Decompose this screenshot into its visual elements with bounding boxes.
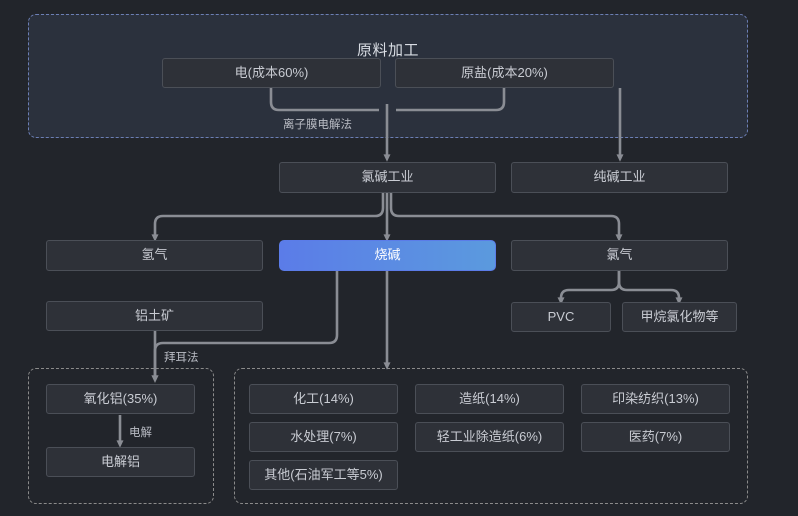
node-application-papermaking[interactable]: 造纸(14%) <box>415 384 564 414</box>
node-application-chemical[interactable]: 化工(14%) <box>249 384 398 414</box>
edge-chlorine-to-pvc <box>557 271 621 305</box>
edge-chlorine-to-methane-chlorides <box>617 271 683 305</box>
node-methane-chlorides[interactable]: 甲烷氯化物等 <box>622 302 737 332</box>
edge-label-electrolysis: 电解 <box>129 427 152 439</box>
node-application-water-treatment[interactable]: 水处理(7%) <box>249 422 398 452</box>
node-chlor-alkali-industry[interactable]: 氯碱工业 <box>279 162 496 193</box>
edge-label-ion-membrane-electrolysis: 离子膜电解法 <box>283 119 352 131</box>
node-bauxite[interactable]: 铝土矿 <box>46 301 263 331</box>
node-caustic-soda[interactable]: 烧碱 <box>279 240 496 271</box>
group-caustic-soda-applications <box>234 368 748 504</box>
edge-chlor-alkali-to-hydrogen <box>151 193 385 242</box>
node-chlorine[interactable]: 氯气 <box>511 240 728 271</box>
group-raw-material-processing: 原料加工 <box>28 14 748 138</box>
node-application-pharmaceutical[interactable]: 医药(7%) <box>581 422 730 452</box>
node-electricity[interactable]: 电(成本60%) <box>162 58 381 88</box>
group-aluminum-chain <box>28 368 214 504</box>
node-application-other[interactable]: 其他(石油军工等5%) <box>249 460 398 490</box>
node-soda-ash-industry[interactable]: 纯碱工业 <box>511 162 728 193</box>
edge-label-bayer-process: 拜耳法 <box>164 352 199 364</box>
node-hydrogen[interactable]: 氢气 <box>46 240 263 271</box>
edge-chlor-alkali-to-chlorine <box>389 193 623 242</box>
node-alumina[interactable]: 氧化铝(35%) <box>46 384 195 414</box>
node-pvc[interactable]: PVC <box>511 302 611 332</box>
group-raw-material-title: 原料加工 <box>356 42 419 59</box>
node-raw-salt[interactable]: 原盐(成本20%) <box>395 58 614 88</box>
node-electrolytic-aluminum[interactable]: 电解铝 <box>46 447 195 477</box>
node-application-dyeing-textile[interactable]: 印染纺织(13%) <box>581 384 730 414</box>
node-application-light-industry[interactable]: 轻工业除造纸(6%) <box>415 422 564 452</box>
